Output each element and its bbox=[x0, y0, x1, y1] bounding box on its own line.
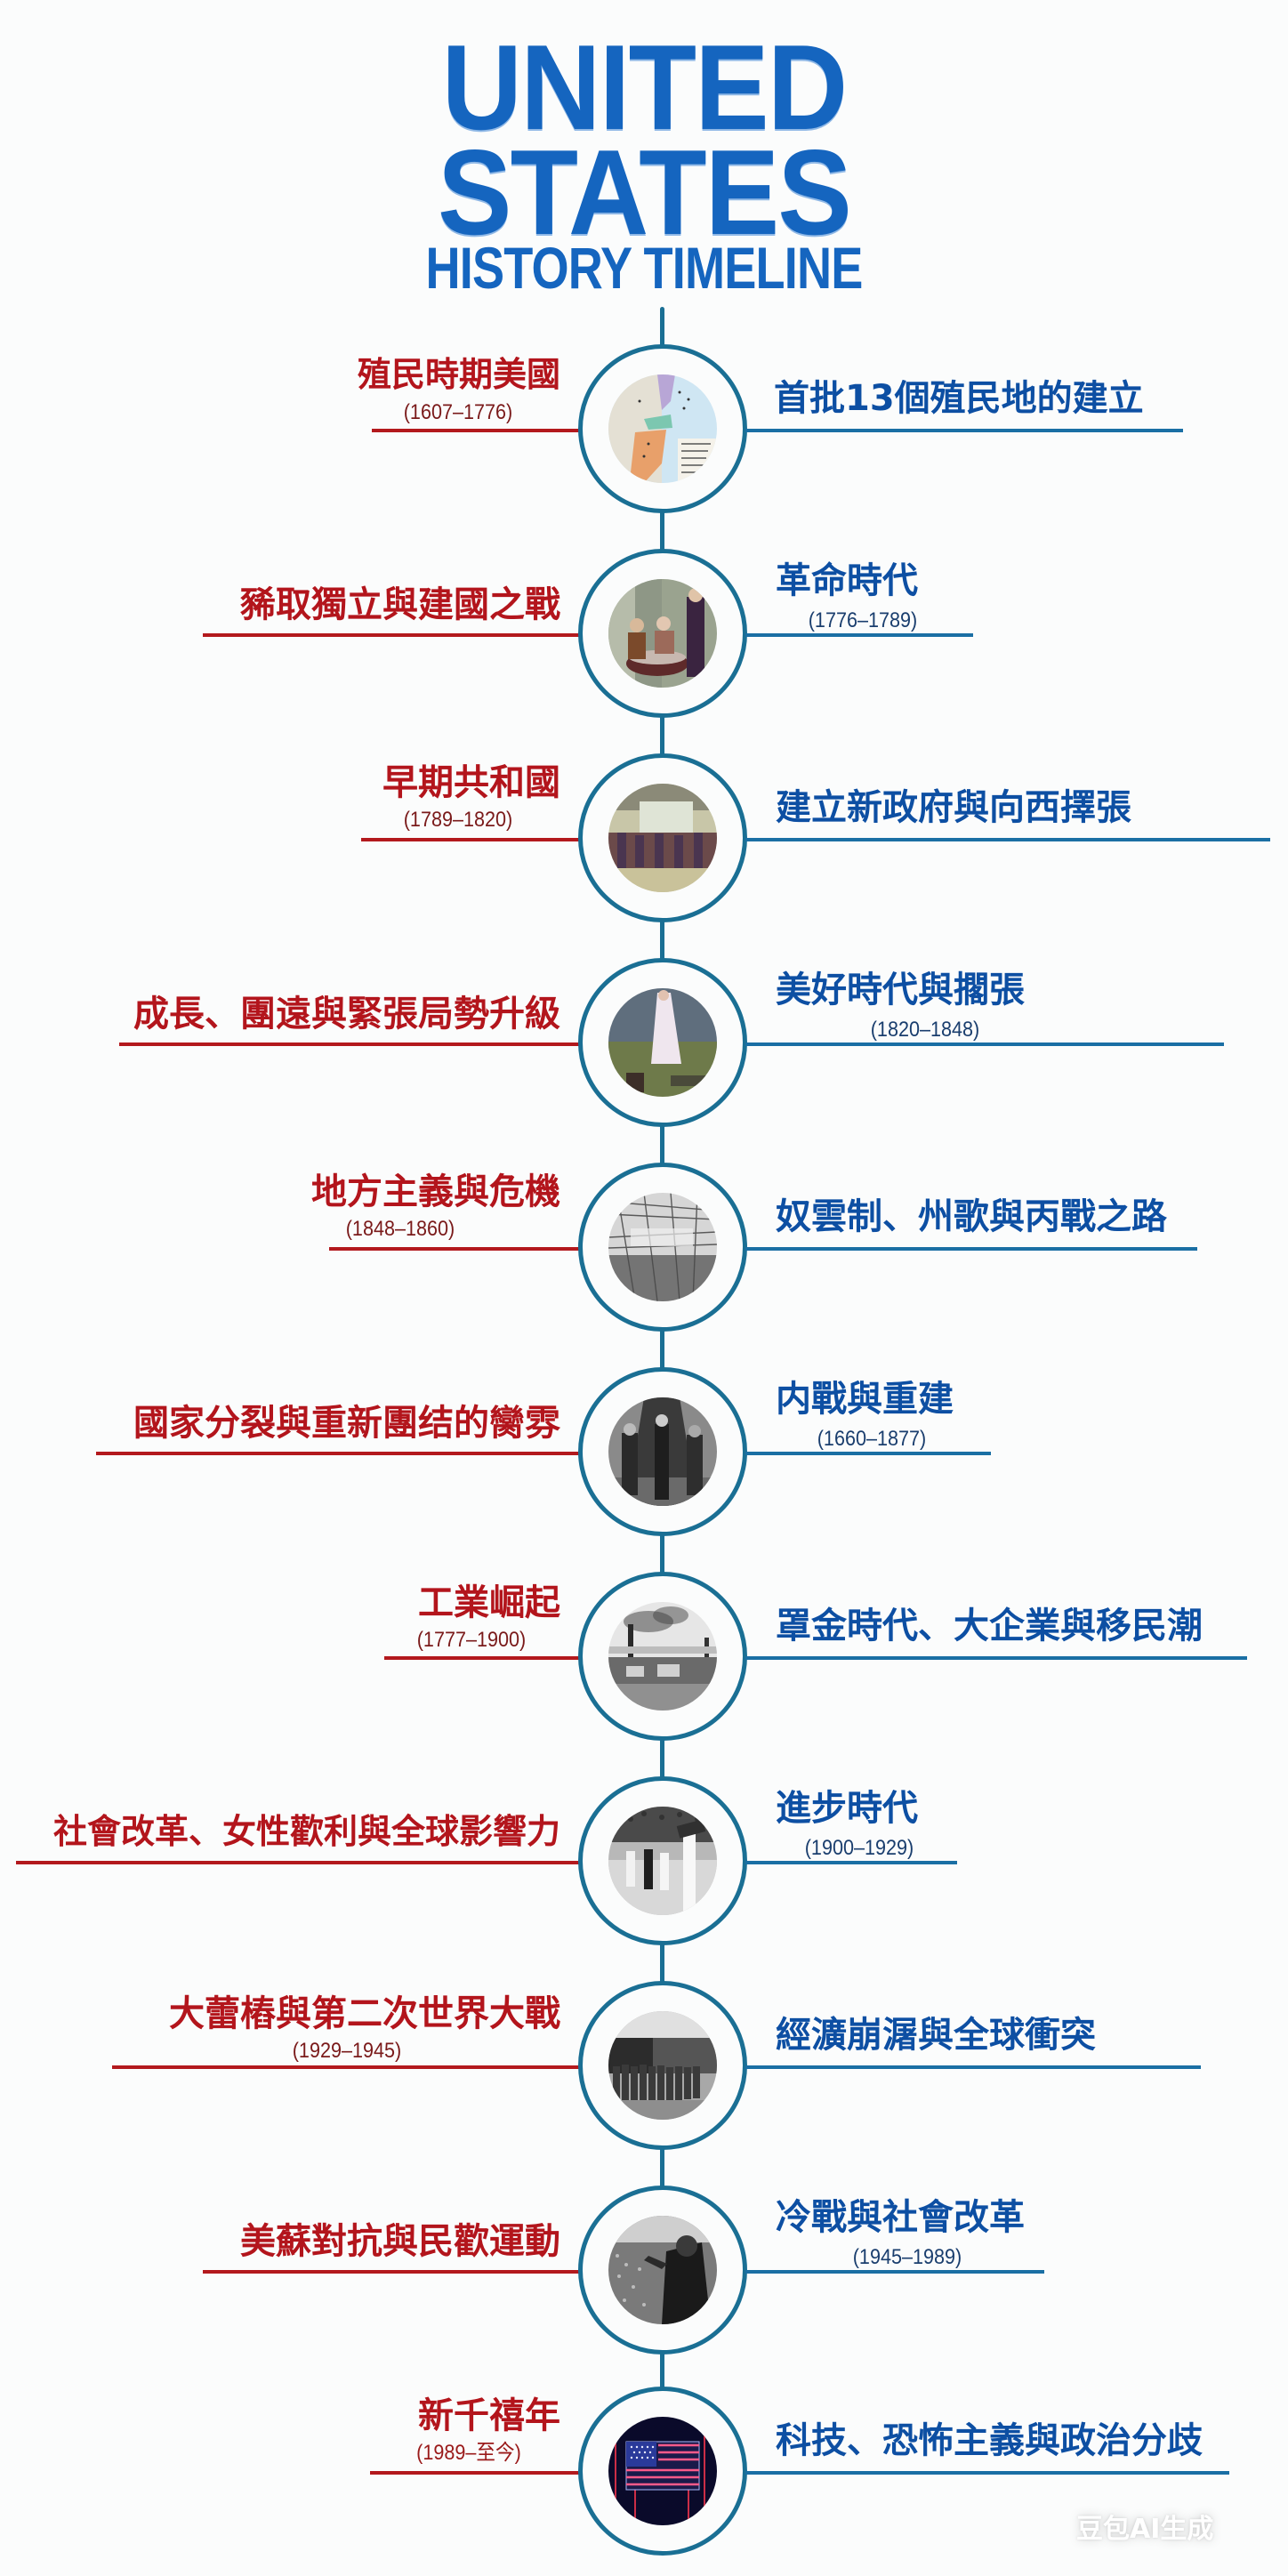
left-connector-line bbox=[96, 1452, 580, 1455]
timeline-connector bbox=[660, 1943, 664, 1984]
right-title: 首批13個殖民地的建立 bbox=[774, 378, 1144, 419]
right-connector-line bbox=[745, 1452, 991, 1455]
founding-fathers-painting-image bbox=[608, 579, 717, 688]
right-date: (1820–1848) bbox=[870, 1018, 980, 1042]
timeline-connector bbox=[660, 1534, 664, 1574]
timeline-connector bbox=[660, 2352, 664, 2393]
timeline-connector bbox=[660, 715, 664, 756]
timeline-node bbox=[578, 1981, 747, 2150]
civil-rights-speech-image bbox=[608, 2216, 717, 2324]
right-title: 内戰與重建 bbox=[776, 1379, 954, 1420]
depression-breadline-image bbox=[608, 2011, 717, 2120]
suffrage-march-image bbox=[608, 1807, 717, 1915]
left-title: 新千禧年 bbox=[418, 2395, 560, 2436]
early-republic-assembly-image bbox=[608, 784, 717, 892]
right-date: (1776–1789) bbox=[808, 608, 918, 632]
right-connector-line bbox=[745, 633, 973, 637]
left-date: (1607–1776) bbox=[403, 400, 513, 424]
left-title: 成長、團遠與緊張局勢升級 bbox=[133, 994, 560, 1034]
right-date: (1900–1929) bbox=[804, 1836, 914, 1860]
left-date: (1848–1860) bbox=[345, 1217, 455, 1241]
left-connector-line bbox=[384, 1656, 580, 1660]
left-date: (1989–至今) bbox=[416, 2441, 521, 2465]
left-connector-line bbox=[372, 429, 580, 432]
left-connector-line bbox=[329, 1247, 580, 1251]
title-line-history-timeline: HISTORY TIMELINE bbox=[425, 235, 863, 301]
right-title: 經瀇崩潳與全球衝突 bbox=[776, 2015, 1096, 2056]
left-title: 社會改革、女性歡利與全球影響力 bbox=[52, 1812, 560, 1851]
right-title: 奴雲制、州歌與丙戰之路 bbox=[776, 1196, 1167, 1237]
right-title: 美好時代與擱張 bbox=[776, 970, 1025, 1010]
right-date: (1660–1877) bbox=[817, 1427, 927, 1451]
right-date: (1945–1989) bbox=[852, 2245, 962, 2269]
right-connector-line bbox=[745, 2270, 1044, 2274]
timeline-connector bbox=[660, 1329, 664, 1370]
left-title: 早期共和國 bbox=[382, 762, 560, 803]
left-connector-line bbox=[119, 1042, 580, 1046]
timeline-connector bbox=[660, 511, 664, 551]
left-date: (1929–1945) bbox=[292, 2039, 402, 2063]
right-title: 革命時代 bbox=[776, 560, 918, 601]
left-title: 國家分裂與重新團结的臠雰 bbox=[133, 1403, 560, 1444]
right-connector-line bbox=[745, 1861, 957, 1864]
left-connector-line bbox=[203, 2270, 580, 2274]
right-connector-line bbox=[745, 1656, 1247, 1660]
left-title: 美蘇對抗與民歡運動 bbox=[240, 2221, 560, 2262]
timeline-node bbox=[578, 1572, 747, 1741]
ai-watermark: 豆包AI生成 bbox=[1076, 2514, 1214, 2545]
timeline-connector bbox=[660, 2147, 664, 2188]
right-connector-line bbox=[745, 838, 1270, 841]
timeline-node bbox=[578, 753, 747, 922]
timeline-node bbox=[578, 1163, 747, 1332]
right-title: 進步時代 bbox=[776, 1788, 918, 1829]
left-connector-line bbox=[203, 633, 580, 637]
left-connector-line bbox=[361, 838, 580, 841]
timeline-node bbox=[578, 958, 747, 1127]
left-connector-line bbox=[16, 1861, 580, 1864]
right-title: 科技、恐怖主義與政治分歧 bbox=[776, 2420, 1203, 2461]
left-title: 殖民時期美國 bbox=[357, 355, 560, 394]
timeline-connector bbox=[660, 307, 664, 347]
manifest-destiny-painting-image bbox=[608, 988, 717, 1097]
right-title: 建立新政府與向西擇張 bbox=[776, 787, 1131, 828]
right-connector-line bbox=[745, 1247, 1197, 1251]
timeline-node bbox=[578, 1776, 747, 1945]
industrial-factory-image bbox=[608, 1602, 717, 1711]
timeline-node bbox=[578, 344, 747, 513]
left-connector-line bbox=[370, 2471, 580, 2475]
left-connector-line bbox=[112, 2065, 580, 2069]
timeline-node bbox=[578, 1367, 747, 1536]
neon-us-flag-image bbox=[608, 2417, 717, 2525]
left-title: 大蕾樁與第二次世界大戰 bbox=[169, 1993, 560, 2034]
right-title: 冷戰與社會改革 bbox=[776, 2197, 1025, 2238]
sectional-crisis-engraving-image bbox=[608, 1193, 717, 1301]
colonial-map-image bbox=[608, 374, 717, 483]
right-connector-line bbox=[745, 2471, 1229, 2475]
left-date: (1777–1900) bbox=[416, 1628, 527, 1652]
right-connector-line bbox=[745, 1042, 1224, 1046]
title-line-united: UNITED bbox=[441, 20, 849, 155]
right-connector-line bbox=[745, 429, 1183, 432]
timeline-connector bbox=[660, 1738, 664, 1779]
title-line-states: STATES bbox=[438, 125, 852, 260]
timeline-connector bbox=[660, 920, 664, 961]
right-connector-line bbox=[745, 2065, 1201, 2069]
timeline-node bbox=[578, 2186, 747, 2355]
timeline-node bbox=[578, 2387, 747, 2556]
left-date: (1789–1820) bbox=[403, 808, 513, 832]
timeline-connector bbox=[660, 1124, 664, 1165]
civil-war-photo-image bbox=[608, 1397, 717, 1506]
timeline-node bbox=[578, 549, 747, 718]
left-title: 豨取獨立與建國之戰 bbox=[240, 584, 560, 625]
left-title: 工業崛起 bbox=[418, 1582, 560, 1623]
left-title: 地方主義與危機 bbox=[311, 1171, 560, 1212]
right-title: 罩金時代、大企業與移民潮 bbox=[776, 1606, 1203, 1646]
